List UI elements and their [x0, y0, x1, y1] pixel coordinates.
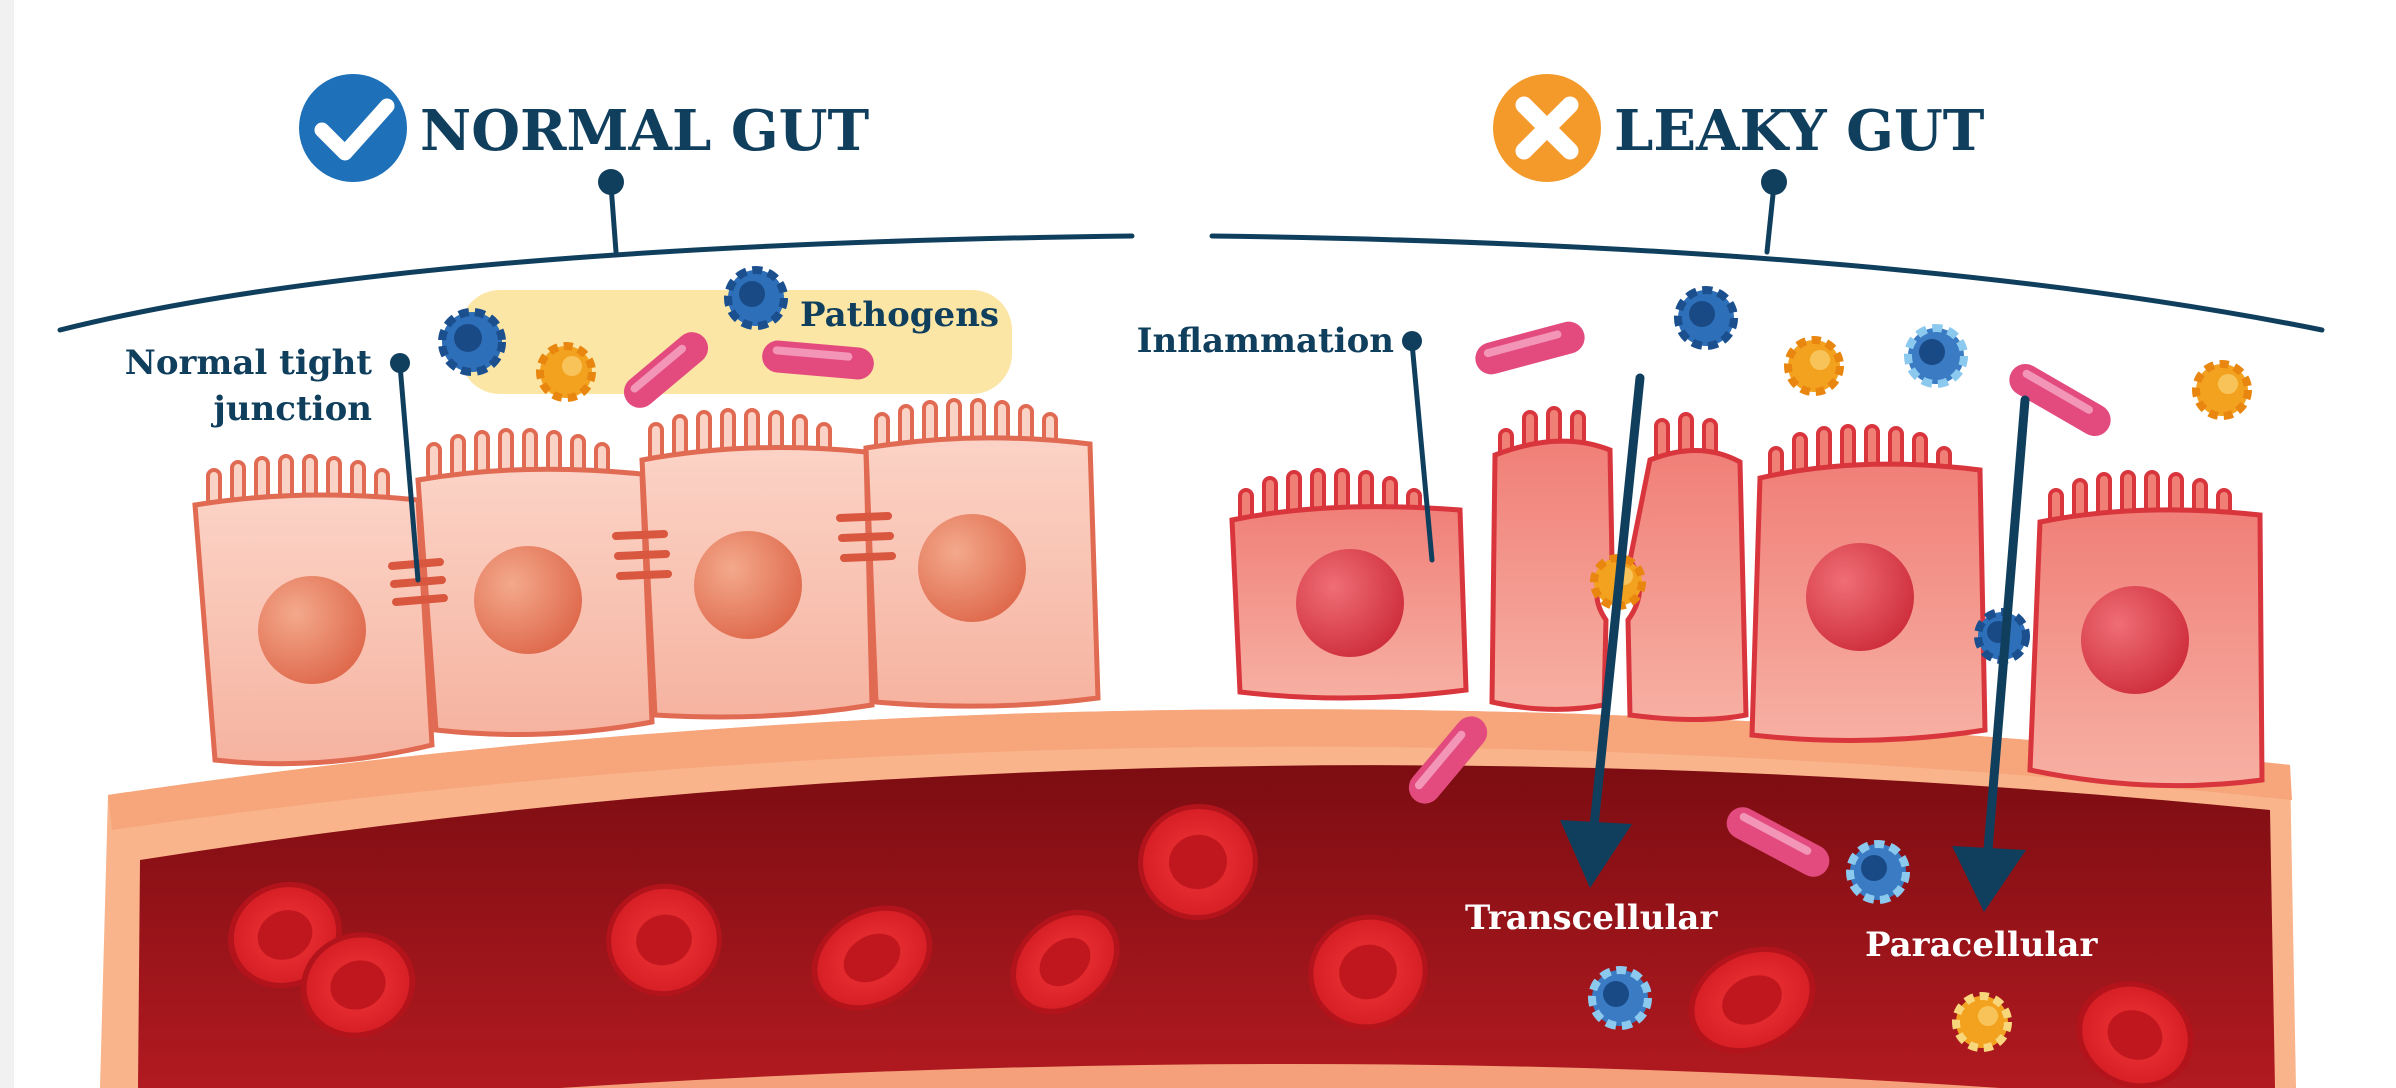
nucleus — [694, 531, 802, 639]
rod-bacterium — [623, 332, 709, 408]
red-blood-cell — [1308, 914, 1428, 1030]
blue-microbe — [724, 266, 788, 330]
nucleus — [1296, 549, 1404, 657]
tissue-band-edge — [108, 709, 2292, 830]
check-icon — [299, 74, 407, 182]
vessel-lower-wall — [560, 1064, 2000, 1088]
tight-junction-label-line1: Normal tight — [125, 343, 373, 383]
section-brackets — [57, 182, 2325, 583]
orange-microbe — [2192, 360, 2252, 420]
blue-microbe — [1588, 966, 1652, 1030]
rod-bacterium — [1475, 321, 1585, 375]
paracellular-label: Paracellular — [1865, 925, 2098, 965]
inflammation-label: Inflammation — [1137, 321, 1394, 361]
nucleus — [918, 514, 1026, 622]
pathogens-highlight — [460, 290, 1012, 394]
nucleus — [1806, 543, 1914, 651]
blue-microbe — [1674, 286, 1738, 350]
leaky-gut-bracket — [1209, 233, 2325, 333]
orange-microbe — [1784, 336, 1844, 396]
inflammation-pointer — [1409, 340, 1435, 563]
rod-bacterium — [1408, 716, 1488, 804]
red-blood-cells — [228, 803, 2194, 1088]
paracellular-arrow — [1952, 395, 2030, 912]
orange-microbe — [1952, 992, 2012, 1052]
pointer-dots — [390, 169, 1787, 373]
leaky-gut-title: LEAKY GUT — [1614, 98, 1985, 164]
red-blood-cell — [811, 905, 933, 1011]
red-blood-cell — [300, 932, 416, 1038]
orange-microbe — [536, 342, 596, 402]
cross-icon — [1493, 74, 1601, 182]
tight-junction-pointer — [397, 362, 421, 583]
transcellular-label: Transcellular — [1465, 898, 1718, 938]
blue-microbe — [438, 308, 506, 376]
red-blood-cell — [1010, 909, 1120, 1015]
transcellular-arrow — [1560, 373, 1645, 888]
rod-bacterium — [2009, 364, 2111, 436]
leaky-gut-pointer — [1764, 182, 1777, 255]
red-blood-cell — [606, 883, 722, 997]
red-blood-cell — [1138, 803, 1258, 921]
pathogens — [438, 266, 2252, 1052]
nucleus — [2081, 586, 2189, 694]
pathogens-label: Pathogens — [800, 295, 999, 335]
nucleus — [258, 576, 366, 684]
normal-gut-title: NORMAL GUT — [420, 98, 869, 164]
normal-gut-pointer — [608, 182, 619, 255]
normal-gut-bracket — [57, 233, 1135, 333]
red-blood-cell — [2076, 981, 2194, 1088]
rod-bacterium — [1726, 807, 1830, 877]
rod-bacterium — [762, 340, 874, 380]
nucleus — [474, 546, 582, 654]
normal-epithelium — [192, 398, 1101, 767]
tight-junction-label-line2: junction — [211, 389, 372, 429]
blue-microbe — [1904, 324, 1968, 388]
leaky-epithelium — [1229, 406, 2265, 789]
blue-microbe — [1846, 840, 1910, 904]
left-edge-shade — [0, 0, 14, 1088]
red-blood-cell — [1688, 946, 1816, 1054]
